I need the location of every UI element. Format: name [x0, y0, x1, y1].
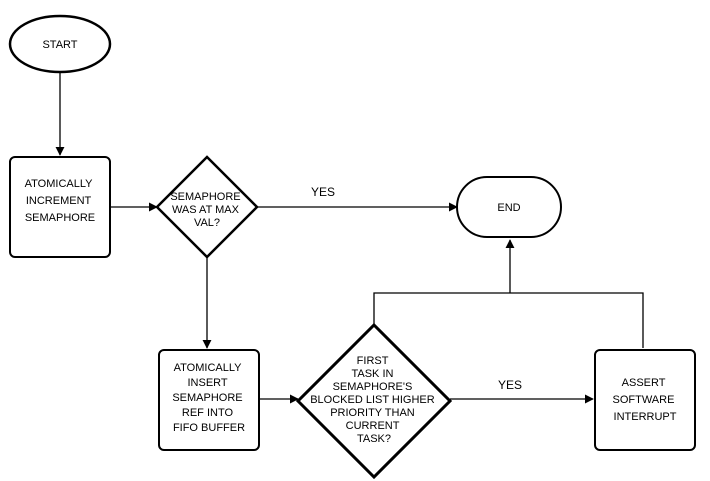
svg-text:ATOMICALLY INSERT: ATOMICALLY INSERT SEMAPHORE REF INTO FIF…: [172, 362, 245, 434]
insert-line-5: FIFO BUFFER: [173, 422, 245, 434]
insert-node: ATOMICALLY INSERT SEMAPHORE REF INTO FIF…: [158, 349, 260, 451]
end-label: END: [497, 202, 520, 214]
svg-text:ASSERT SOFTWARE IN: ASSERT SOFTWARE INTERRUPT: [613, 377, 678, 423]
increment-line-1: ATOMICALLY: [25, 178, 94, 190]
interrupt-line-3: INTERRUPT: [614, 411, 677, 423]
max-check-line-3: VAL?: [194, 217, 220, 229]
start-label: START: [42, 39, 77, 51]
priority-line-2: TASK IN: [351, 368, 393, 380]
edge-join-line: [373, 292, 644, 348]
insert-line-4: REF INTO: [182, 407, 234, 419]
max-check-node: SEMAPHORE WAS AT MAX VAL?: [155, 155, 259, 259]
priority-line-7: TASK?: [357, 433, 391, 445]
increment-line-3: SEMAPHORE: [25, 212, 95, 224]
interrupt-node: ASSERT SOFTWARE INTERRUPT: [594, 349, 696, 451]
increment-node: ATOMICALLY INCREMENT SEMAPHORE: [9, 156, 111, 258]
priority-line-3: SEMAPHORE'S: [333, 381, 413, 393]
svg-text:FIRST TASK IN SEMA: FIRST TASK IN SEMAPHORE'S BLOCKED LIST H…: [310, 355, 438, 445]
interrupt-line-2: SOFTWARE: [613, 394, 675, 406]
svg-text:SEMAPHORE WAS AT MAX: SEMAPHORE WAS AT MAX VAL?: [170, 191, 243, 229]
start-node: START: [8, 14, 112, 74]
priority-line-4: BLOCKED LIST HIGHER: [310, 394, 435, 406]
priority-line-1: FIRST: [357, 355, 389, 367]
max-check-line-1: SEMAPHORE: [170, 191, 240, 203]
max-check-line-2: WAS AT MAX: [172, 204, 240, 216]
edge-label-priority-yes: YES: [498, 378, 522, 392]
priority-line-6: CURRENT: [346, 420, 400, 432]
increment-line-2: INCREMENT: [26, 195, 92, 207]
edges: [55, 72, 644, 404]
insert-line-2: INSERT: [187, 377, 227, 389]
interrupt-line-1: ASSERT: [622, 377, 666, 389]
priority-line-5: PRIORITY THAN: [330, 407, 415, 419]
edge-label-max-yes: YES: [311, 185, 335, 199]
svg-text:ATOMICALLY INCREMENT: ATOMICALLY INCREMENT SEMAPHORE: [25, 178, 96, 224]
end-node: END: [456, 176, 562, 238]
insert-line-1: ATOMICALLY: [174, 362, 243, 374]
priority-check-node: FIRST TASK IN SEMAPHORE'S BLOCKED LIST H…: [295, 322, 453, 480]
insert-line-3: SEMAPHORE: [172, 392, 242, 404]
